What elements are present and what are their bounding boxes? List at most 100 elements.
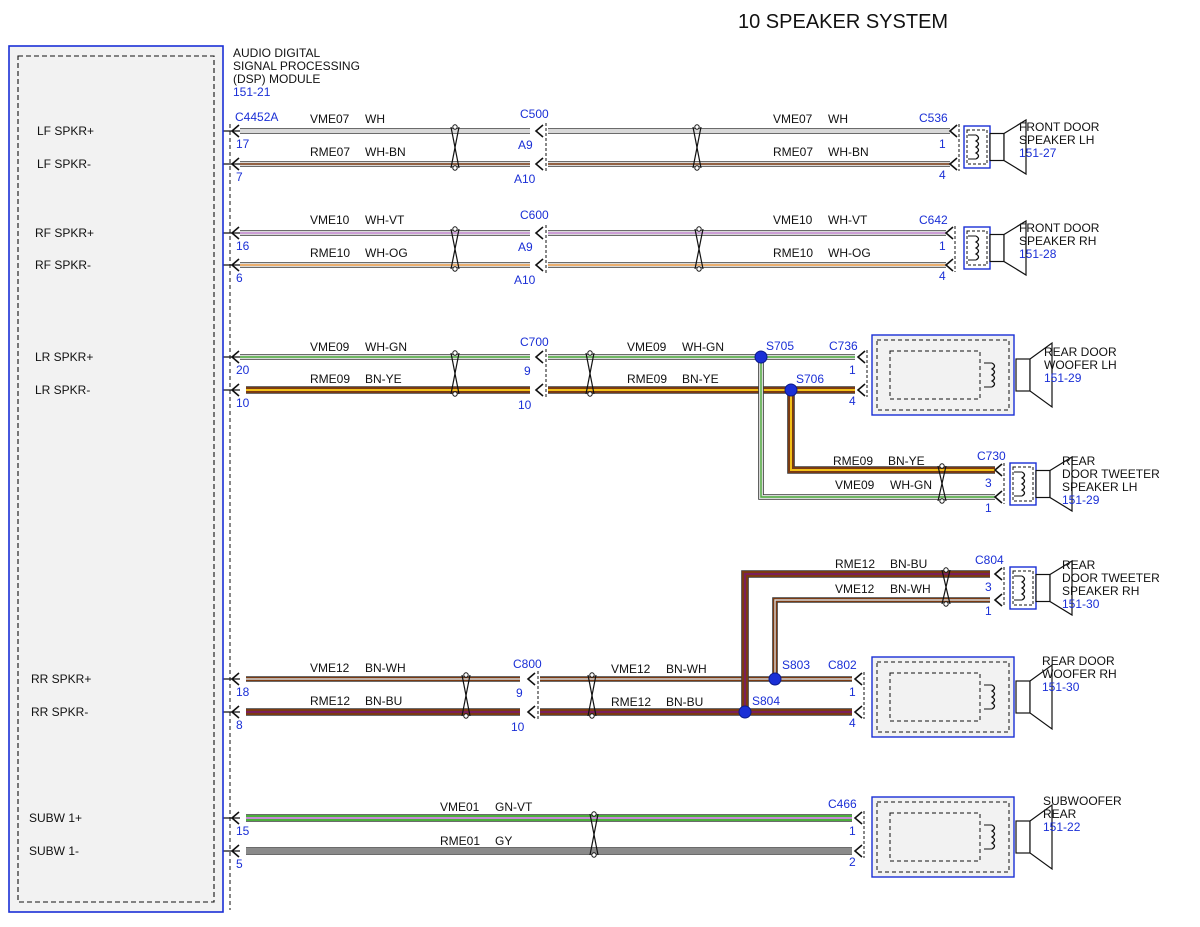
twist-end bbox=[939, 463, 945, 469]
label-rme10-b-color: WH-OG bbox=[828, 246, 871, 260]
inline-pin-number: 10 bbox=[511, 720, 525, 734]
label-rme12-c-circuit: RME12 bbox=[835, 557, 875, 571]
module-name: (DSP) MODULE bbox=[233, 72, 320, 86]
rear-lh-tweeter-name: REAR bbox=[1062, 454, 1096, 468]
inline-connector-name: C700 bbox=[520, 335, 549, 349]
label-vme07-b-color: WH bbox=[828, 112, 848, 126]
twist-end bbox=[939, 498, 945, 504]
label-rme09-c-circuit: RME09 bbox=[833, 454, 873, 468]
twist-end bbox=[696, 226, 702, 232]
splice-label: S804 bbox=[752, 694, 780, 708]
speaker-pin-arrow bbox=[856, 383, 866, 397]
label-vme01-circuit: VME01 bbox=[440, 800, 480, 814]
speaker-pin-arrow bbox=[948, 124, 958, 138]
rear-lh-woofer-name: WOOFER LH bbox=[1044, 358, 1117, 372]
twist-line bbox=[461, 674, 471, 717]
speaker-pin-arrow bbox=[853, 844, 863, 858]
rear-lh-tweeter-coil bbox=[1014, 471, 1026, 497]
twist-marker bbox=[589, 811, 599, 858]
rear-lh-woofer-pin: 1 bbox=[849, 363, 856, 377]
label-vme12-b-color: BN-WH bbox=[666, 662, 707, 676]
front-lh-connector: C536 bbox=[919, 111, 948, 125]
label-vme10-a-circuit: VME10 bbox=[310, 213, 350, 227]
rear-lh-woofer-name: REAR DOOR bbox=[1044, 345, 1117, 359]
wire-rme12-tweeter bbox=[741, 570, 990, 712]
speaker-magnet bbox=[989, 233, 1005, 263]
label-rme10-a-color: WH-OG bbox=[365, 246, 408, 260]
module-pin-label: SUBW 1+ bbox=[29, 811, 82, 825]
label-rme07-b-color: WH-BN bbox=[828, 145, 869, 159]
rear-rh-woofer-pin: 4 bbox=[849, 716, 856, 730]
rear-lh-tweeter-name: DOOR TWEETER bbox=[1062, 467, 1160, 481]
inline-arrow bbox=[534, 350, 544, 364]
splice-label: S803 bbox=[782, 658, 810, 672]
module-pin-label: RF SPKR+ bbox=[35, 226, 94, 240]
inline-pin-number: 9 bbox=[524, 364, 531, 378]
module-pin-number: 10 bbox=[236, 396, 250, 410]
splice-label: S705 bbox=[766, 339, 794, 353]
label-rme09-b-color: BN-YE bbox=[682, 372, 719, 386]
rear-rh-woofer-name: REAR DOOR bbox=[1042, 654, 1115, 668]
rear-rh-woofer-ref: 151-30 bbox=[1042, 680, 1080, 694]
inline-pin-number: A10 bbox=[514, 172, 536, 186]
module-pin-arrow bbox=[230, 811, 240, 825]
speaker-pin-arrow bbox=[944, 226, 954, 240]
label-rme01-color: GY bbox=[495, 834, 512, 848]
front-lh-pin: 4 bbox=[939, 168, 946, 182]
inline-pin-number: A9 bbox=[518, 138, 533, 152]
front-lh-pin: 1 bbox=[939, 137, 946, 151]
rear-rh-woofer-name: WOOFER RH bbox=[1042, 667, 1117, 681]
label-vme07-a-circuit: VME07 bbox=[310, 112, 350, 126]
twist-marker bbox=[450, 226, 460, 272]
front-rh-pin: 1 bbox=[939, 239, 946, 253]
wires-layer bbox=[214, 123, 1005, 910]
subwoofer-name: REAR bbox=[1043, 807, 1077, 821]
front-rh-name: SPEAKER RH bbox=[1019, 234, 1096, 248]
twist-line bbox=[450, 126, 460, 169]
inline-connector-name: C600 bbox=[520, 208, 549, 222]
subwoofer-inner bbox=[876, 801, 1010, 873]
module-pin-number: 20 bbox=[236, 363, 250, 377]
label-rme09-c-color: BN-YE bbox=[888, 454, 925, 468]
speaker-pin-arrow bbox=[856, 350, 866, 364]
subwoofer-connector: C466 bbox=[828, 797, 857, 811]
speaker-cone bbox=[1049, 559, 1073, 617]
twist-line bbox=[587, 674, 597, 717]
twist-marker bbox=[941, 567, 951, 607]
module-pin-number: 16 bbox=[236, 239, 250, 253]
speaker-pin-arrow bbox=[993, 593, 1003, 607]
rear-lh-tweeter-ref: 151-29 bbox=[1062, 493, 1100, 507]
twist-marker bbox=[937, 463, 947, 504]
twist-line bbox=[937, 465, 947, 502]
boxes-layer bbox=[8, 45, 1073, 913]
wire-rme09-tweeter-stripe bbox=[790, 390, 995, 471]
module-pin-arrow bbox=[230, 157, 240, 171]
inline-arrow bbox=[534, 226, 544, 240]
twist-end bbox=[452, 350, 458, 356]
twist-line bbox=[450, 352, 460, 395]
module-pin-arrow bbox=[230, 258, 240, 272]
label-vme09-c-color: WH-GN bbox=[890, 478, 932, 492]
speaker-pin-arrow bbox=[993, 567, 1003, 581]
label-vme10-b-color: WH-VT bbox=[828, 213, 868, 227]
coil-lead bbox=[984, 684, 992, 710]
twist-marker bbox=[694, 226, 704, 272]
module-pin-arrow bbox=[230, 350, 240, 364]
splice-s706 bbox=[784, 383, 798, 397]
splice-s803 bbox=[768, 672, 782, 686]
label-vme12-c-circuit: VME12 bbox=[835, 582, 875, 596]
module-pin-arrow bbox=[230, 226, 240, 240]
speaker-pin-arrow bbox=[993, 463, 1003, 477]
label-rme09-a-color: BN-YE bbox=[365, 372, 402, 386]
twist-end bbox=[463, 713, 469, 719]
front-rh-name: FRONT DOOR bbox=[1019, 221, 1100, 235]
module-pin-label: RR SPKR- bbox=[31, 705, 88, 719]
speaker-cone bbox=[1003, 219, 1027, 277]
module-pin-number: 17 bbox=[236, 137, 250, 151]
speaker-magnet bbox=[989, 132, 1005, 162]
front-lh-name: FRONT DOOR bbox=[1019, 120, 1100, 134]
subwoofer-pin: 1 bbox=[849, 824, 856, 838]
module-pin-arrow bbox=[230, 672, 240, 686]
label-rme12-a-circuit: RME12 bbox=[310, 694, 350, 708]
inline-arrow bbox=[534, 157, 544, 171]
